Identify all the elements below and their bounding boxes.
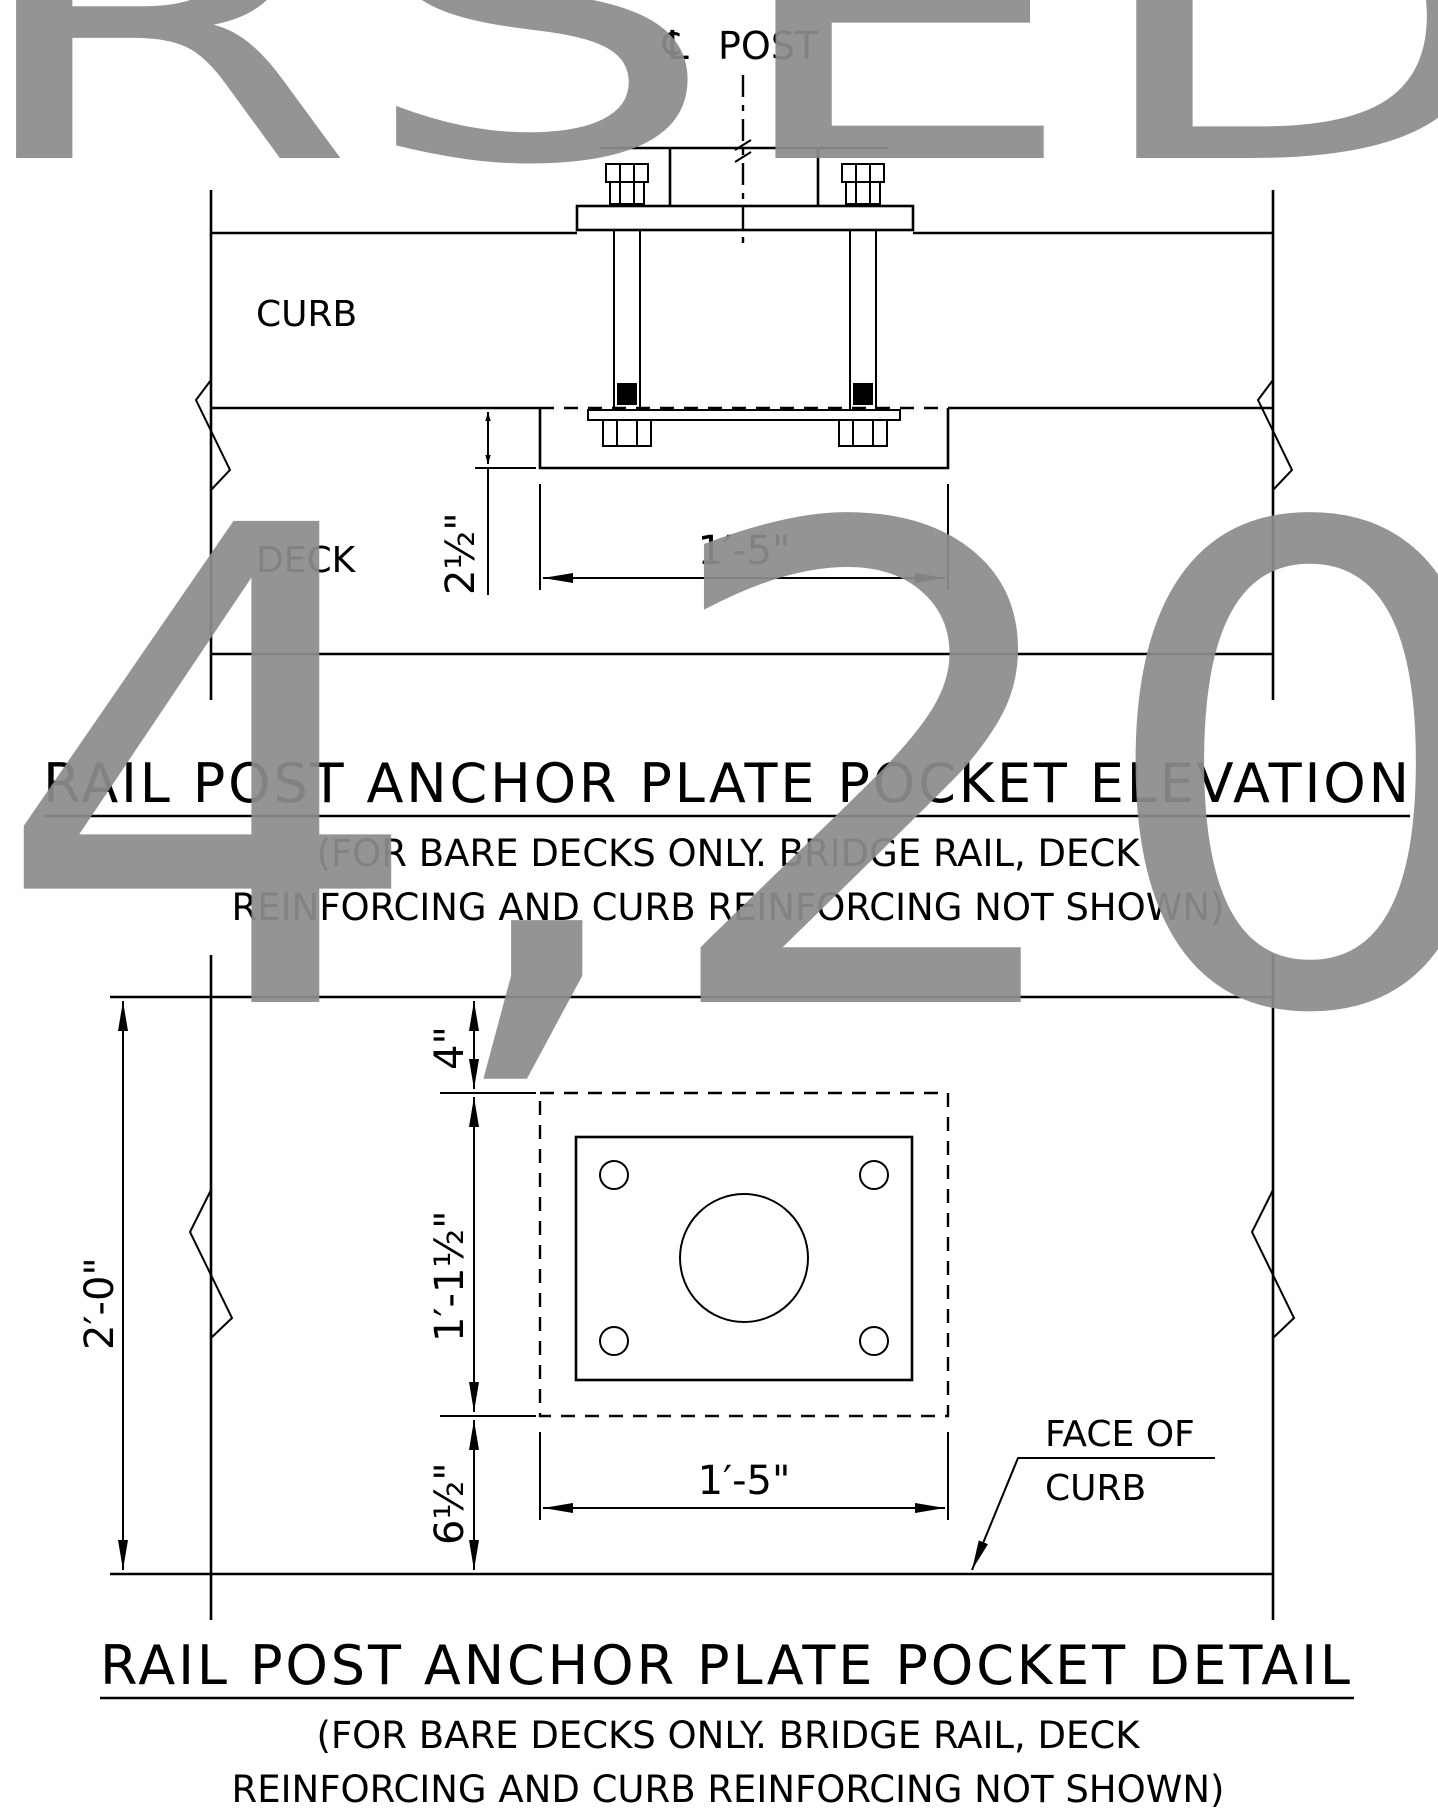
elevation-note-line-1: (FOR BARE DECKS ONLY. BRIDGE RAIL, DECK bbox=[316, 832, 1141, 875]
detail-title: RAIL POST ANCHOR PLATE POCKET DETAIL bbox=[100, 1634, 1350, 1697]
centerline-symbol: ℄ bbox=[662, 23, 689, 69]
detail-pocket-width-dimension: 1′-5" bbox=[698, 1458, 791, 1504]
bottom-offset-dimension: 6½" bbox=[427, 1462, 473, 1545]
pocket-depth-dimension: 2½" bbox=[438, 512, 484, 595]
anchor-bolt-right bbox=[838, 163, 888, 447]
anchor-bolt-left bbox=[602, 163, 652, 447]
face-of-curb-label-line-2: CURB bbox=[1045, 1468, 1146, 1509]
overall-width-dimension: 2′-0" bbox=[77, 1257, 123, 1350]
deck-label: DECK bbox=[256, 540, 357, 581]
elevation-pocket-width-dimension: 1′-5" bbox=[698, 528, 791, 574]
watermark: RSED 4,20 bbox=[0, 0, 1438, 1158]
watermark-bottom-text: 4,20 bbox=[0, 389, 1438, 1158]
face-of-curb-label-line-1: FACE OF bbox=[1045, 1414, 1195, 1455]
elevation-note-line-2: REINFORCING AND CURB REINFORCING NOT SHO… bbox=[232, 886, 1225, 929]
detail-view: 2′-0" 4" 1′-1½" 6½" 1′-5" FACE OF CURB R… bbox=[77, 955, 1354, 1811]
elevation-title: RAIL POST ANCHOR PLATE POCKET ELEVATION bbox=[43, 752, 1409, 815]
detail-note-line-1: (FOR BARE DECKS ONLY. BRIDGE RAIL, DECK bbox=[316, 1714, 1141, 1757]
top-offset-dimension: 4" bbox=[427, 1026, 473, 1070]
watermark-top-text: RSED bbox=[0, 0, 1438, 250]
centerline-label: POST bbox=[718, 24, 819, 68]
curb-label: CURB bbox=[256, 294, 357, 335]
pocket-length-dimension: 1′-1½" bbox=[427, 1210, 473, 1342]
elevation-view: ℄ POST CURB DECK 2½" 1′-5" RAIL POST ANC… bbox=[43, 23, 1410, 929]
detail-note-line-2: REINFORCING AND CURB REINFORCING NOT SHO… bbox=[232, 1768, 1225, 1811]
